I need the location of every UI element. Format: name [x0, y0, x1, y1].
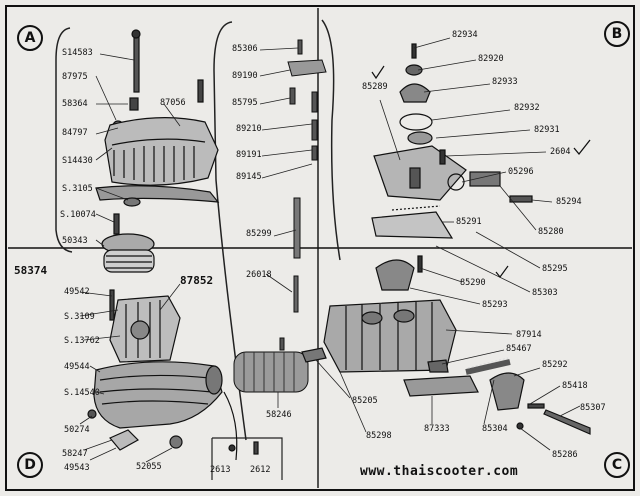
part-label: 85286	[552, 450, 578, 460]
part-label: 87914	[516, 330, 542, 340]
part-label: 58364	[62, 99, 88, 109]
part-label: S.3105	[62, 184, 93, 194]
part-label: 49542	[64, 287, 90, 297]
part-label: 85304	[482, 424, 508, 434]
part-label: 82934	[452, 30, 478, 40]
part-label: S14430	[62, 156, 93, 166]
part-label: 82933	[492, 77, 518, 87]
part-label: S.14540	[64, 388, 100, 398]
check-mark	[495, 265, 509, 278]
part-label: 85291	[456, 217, 482, 227]
part-label: 84797	[62, 128, 88, 138]
part-label: 87056	[160, 98, 186, 108]
part-label: 2613	[210, 465, 231, 475]
part-label: 87333	[424, 424, 450, 434]
part-label: 85294	[556, 197, 582, 207]
part-label: 85290	[460, 278, 486, 288]
carburetor-body	[301, 299, 591, 435]
part-label: 85298	[366, 431, 392, 441]
part-label: S.3109	[64, 312, 95, 322]
part-label: 89191	[236, 150, 262, 160]
part-label: S.13762	[64, 336, 100, 346]
part-label: 85467	[506, 344, 532, 354]
carburetor-assembly	[87, 289, 259, 461]
quadrant-c-label: C	[604, 452, 630, 478]
part-label: 49544	[64, 362, 90, 372]
quadrant-b-label: B	[604, 21, 630, 47]
air-filter-assembly	[95, 29, 220, 273]
part-label: 89210	[236, 124, 262, 134]
part-label: 82931	[534, 125, 560, 135]
part-label: 85292	[542, 360, 568, 370]
part-label: S14583	[62, 48, 93, 58]
part-label: 85289	[362, 82, 388, 92]
part-label: 85295	[542, 264, 568, 274]
part-label: 49543	[64, 463, 90, 473]
part-label: 85293	[482, 300, 508, 310]
outer-border	[5, 5, 635, 491]
check-mark	[371, 65, 385, 80]
part-label: 82920	[478, 54, 504, 64]
quadrant-d-label: D	[17, 452, 43, 478]
part-label: 85299	[246, 229, 272, 239]
part-label: 50343	[62, 236, 88, 246]
part-label: 85306	[232, 44, 258, 54]
part-label: 50274	[64, 425, 90, 435]
part-label: 05296	[508, 167, 534, 177]
part-label: 85418	[562, 381, 588, 391]
part-label: 26018	[246, 270, 272, 280]
intake-hose	[233, 351, 309, 393]
group-label: 58374	[14, 264, 48, 277]
brace-left-top	[55, 27, 73, 253]
part-label: 89190	[232, 71, 258, 81]
leaders-center	[259, 47, 313, 408]
leaders-a	[95, 53, 181, 247]
quadrant-a-label: A	[17, 25, 43, 51]
part-label: 87852	[180, 274, 214, 287]
part-label: 85303	[532, 288, 558, 298]
part-label: 89145	[236, 172, 262, 182]
leaders-d	[79, 283, 181, 463]
part-label: 58246	[266, 410, 292, 420]
part-label: 85205	[352, 396, 378, 406]
float-chamber-parts	[371, 43, 533, 291]
part-label: 85795	[232, 98, 258, 108]
part-label: 85280	[538, 227, 564, 237]
bracket-bottom	[211, 437, 283, 480]
part-label: 87975	[62, 72, 88, 82]
brace-right-top	[321, 19, 341, 261]
part-label: 85307	[580, 403, 606, 413]
check-mark	[573, 139, 591, 156]
part-label: 2612	[250, 465, 271, 475]
leaders-c	[315, 329, 581, 451]
part-label: 58247	[62, 449, 88, 459]
throttle-parts	[279, 39, 327, 351]
leaders-b	[379, 37, 553, 305]
part-label: S.10074	[60, 210, 96, 220]
part-label: 82932	[514, 103, 540, 113]
part-label: 2604	[550, 147, 571, 157]
website-text: www.thaiscooter.com	[360, 464, 519, 479]
part-label: 52055	[136, 462, 162, 472]
